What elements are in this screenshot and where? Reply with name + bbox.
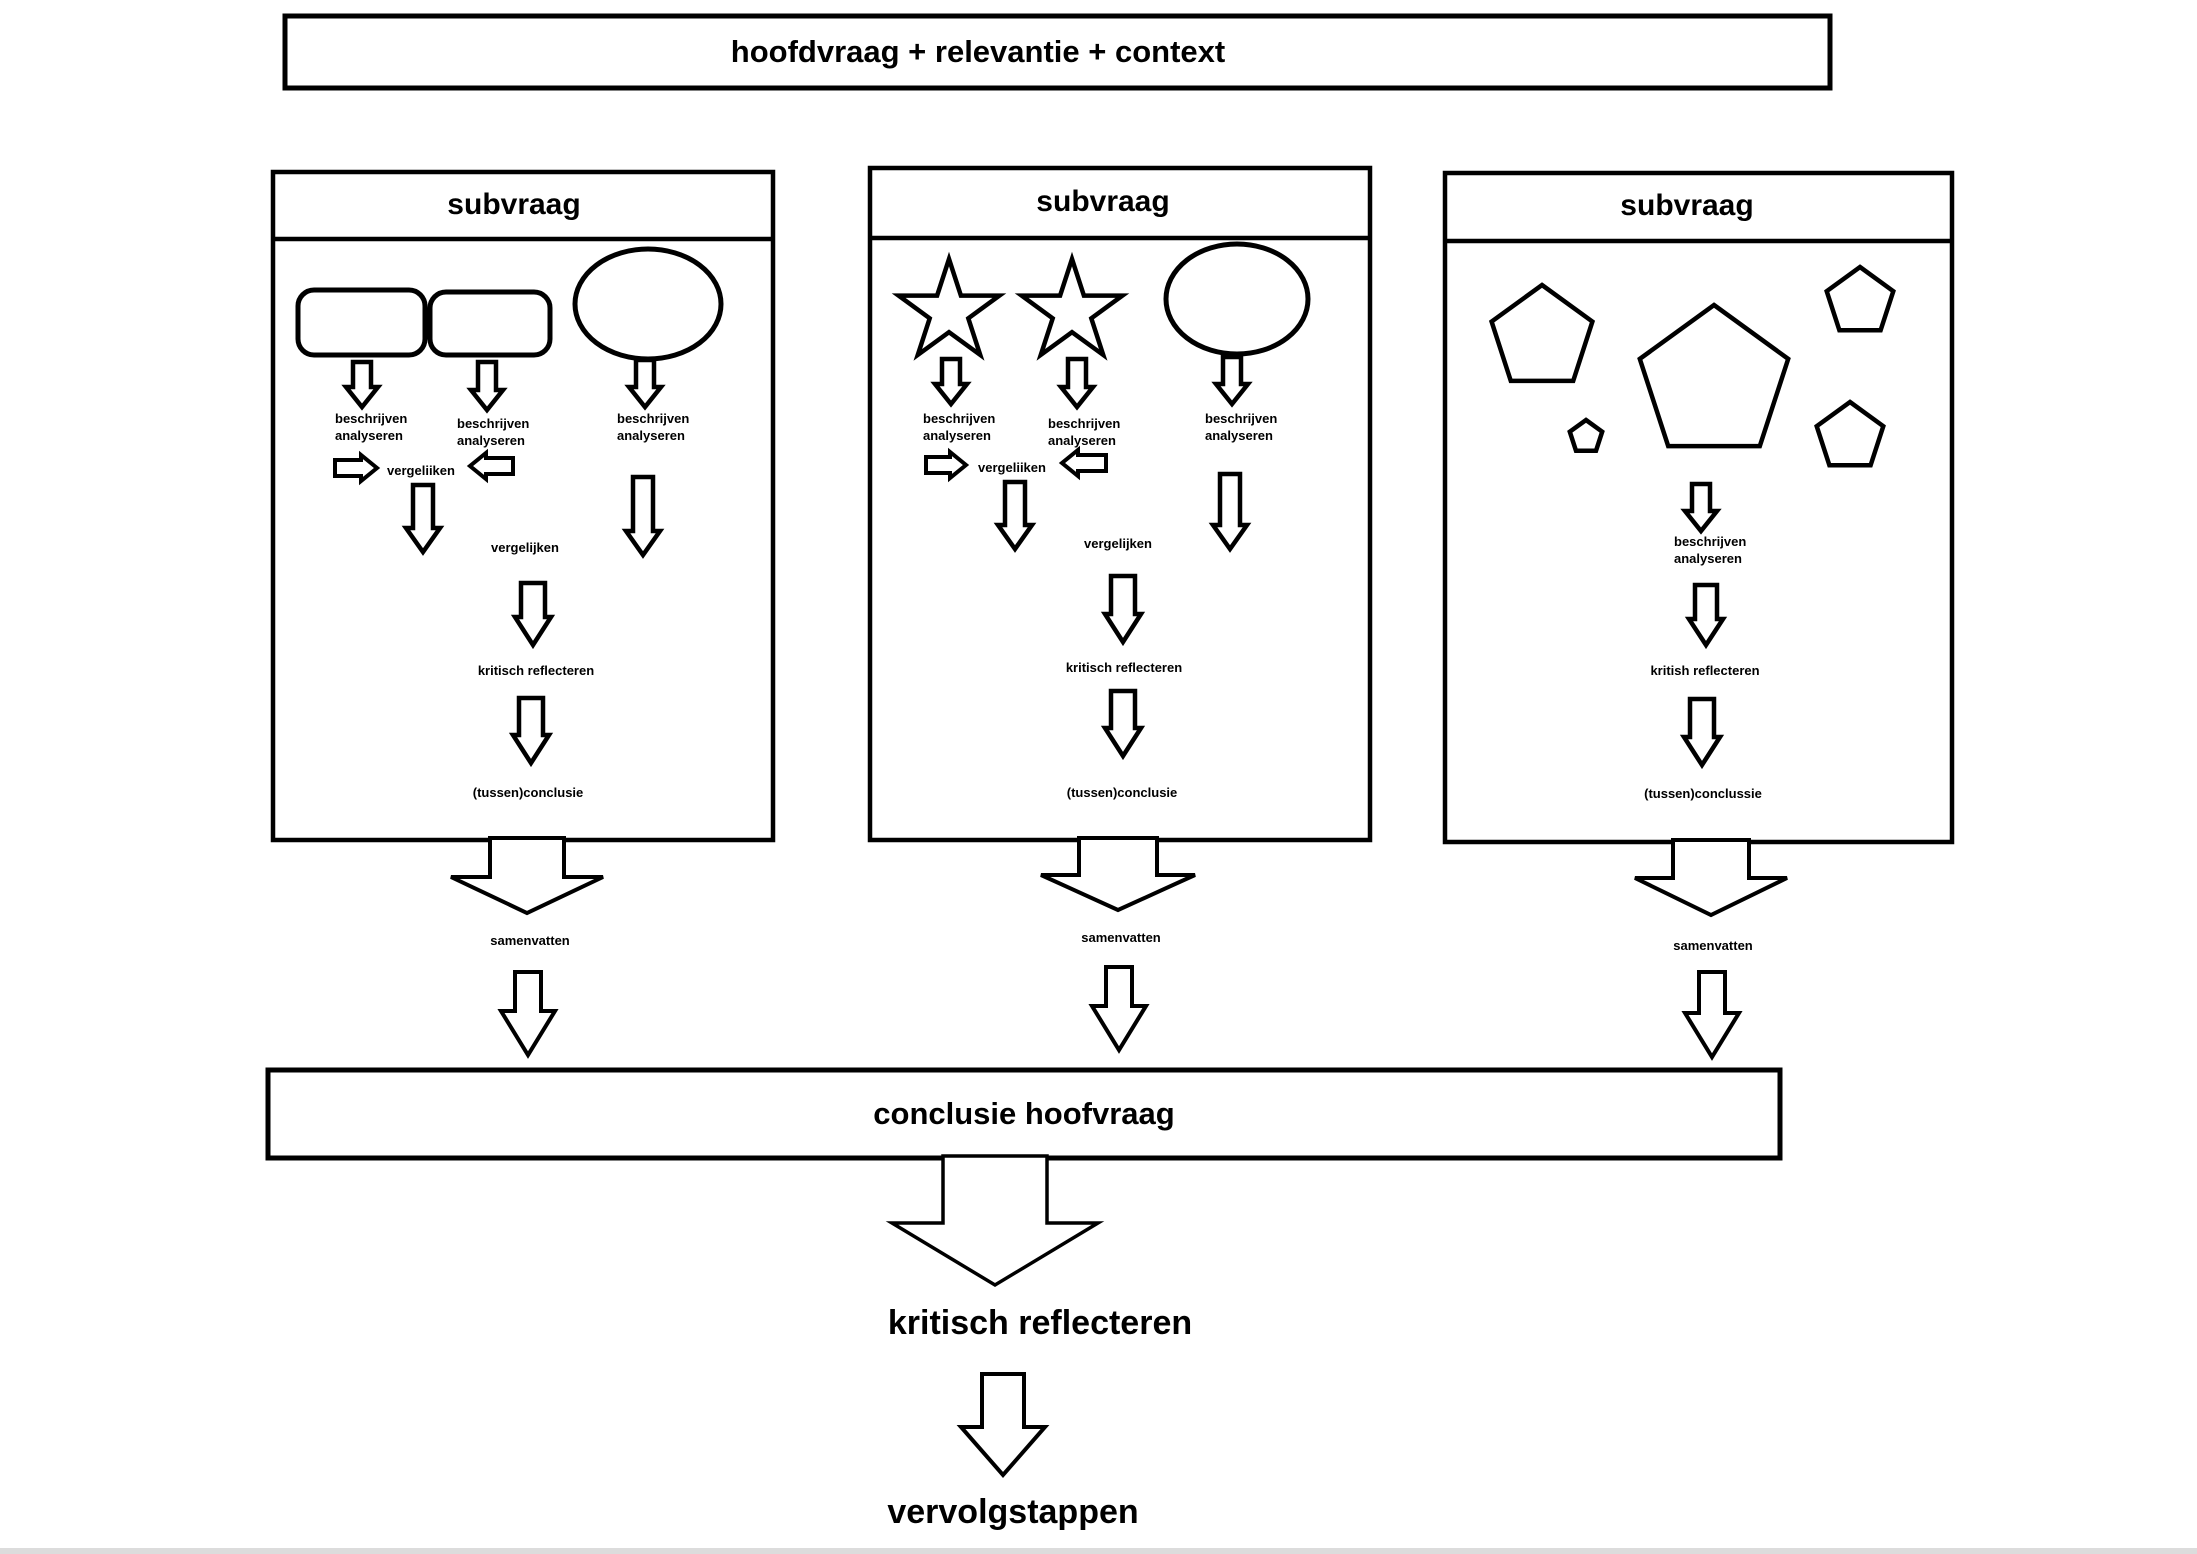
down-arrow-icon (1684, 582, 1728, 650)
label-compare: vergelijken (491, 540, 559, 555)
pentagon-shape (1567, 417, 1605, 454)
next-steps-label: vervolgstappen (887, 1493, 1139, 1531)
down-arrow-icon (1208, 471, 1252, 553)
down-arrow-icon (1681, 970, 1743, 1061)
rounded-rectangle-shape (295, 287, 428, 358)
left-arrow-icon (1058, 445, 1108, 481)
down-arrow-icon (341, 359, 383, 411)
down-arrow-icon (956, 1372, 1050, 1479)
label-describe-analyze: beschrijven analyseren (1205, 411, 1278, 443)
label-critical-reflection: kritisch reflecteren (477, 663, 595, 678)
down-arrow-icon (508, 695, 554, 768)
down-arrow-icon (510, 580, 556, 650)
label-describe-analyze: beschrijven analyseren (457, 416, 530, 448)
down-arrow-icon (1056, 356, 1098, 411)
wide-down-arrow-icon (1634, 838, 1788, 918)
wide-down-arrow-icon (1040, 836, 1196, 913)
label-summarize: samenvatten (1673, 938, 1753, 953)
final-reflect-label: kritisch reflecteren (887, 1304, 1193, 1342)
pentagon-shape (1824, 264, 1896, 333)
label-intermediate-conclusion: (tussen)conclusie (472, 785, 584, 800)
label-compare-small: vergeliiken (978, 460, 1046, 475)
subquestion-1-header: subvraag (447, 188, 581, 221)
down-arrow-icon (1680, 481, 1722, 535)
wide-down-arrow-icon (885, 1154, 1105, 1288)
label-critical-reflection: kritish reflecteren (1650, 663, 1760, 678)
main-question-box (282, 13, 1833, 91)
ellipse-shape (1163, 241, 1311, 357)
down-arrow-icon (1679, 696, 1725, 770)
label-intermediate-conclusion: (tussen)conclussie (1644, 786, 1762, 801)
pentagon-shape (1814, 399, 1886, 468)
conclusion-bar-title: conclusie hoofvraag (873, 1096, 1175, 1131)
label-describe-analyze: beschrijven analyseren (1048, 416, 1121, 448)
star-shape (891, 251, 1007, 361)
pentagon-shape (1637, 302, 1791, 449)
rounded-rectangle-shape (427, 289, 553, 358)
label-compare-small: vergeliiken (387, 463, 455, 478)
down-arrow-icon (930, 356, 972, 408)
right-arrow-icon (333, 450, 381, 486)
page-edge (0, 1548, 2197, 1554)
ellipse-shape (572, 246, 724, 362)
label-summarize: samenvatten (490, 933, 570, 948)
down-arrow-icon (624, 357, 666, 411)
label-describe-analyze: beschrijven analyseren (1674, 534, 1747, 566)
subquestion-3-header: subvraag (1620, 189, 1754, 222)
down-arrow-icon (466, 359, 508, 414)
down-arrow-icon (993, 479, 1037, 553)
wide-down-arrow-icon (450, 836, 604, 916)
label-compare: vergelijken (1084, 536, 1152, 551)
down-arrow-icon (1100, 573, 1146, 647)
right-arrow-icon (924, 447, 970, 483)
subquestion-2-header: subvraag (1036, 185, 1170, 218)
main-question-title: hoofdvraag + relevantie + context (730, 34, 1226, 69)
down-arrow-icon (401, 482, 445, 556)
label-describe-analyze: beschrijven analyseren (617, 411, 690, 443)
label-intermediate-conclusion: (tussen)conclusie (1066, 785, 1178, 800)
label-describe-analyze: beschrijven analyseren (923, 411, 996, 443)
pentagon-shape (1488, 282, 1596, 384)
label-summarize: samenvatten (1081, 930, 1161, 945)
down-arrow-icon (1211, 354, 1253, 408)
label-describe-analyze: beschrijven analyseren (335, 411, 408, 443)
down-arrow-icon (1088, 965, 1150, 1054)
down-arrow-icon (1100, 688, 1146, 761)
down-arrow-icon (621, 474, 665, 559)
star-shape (1014, 251, 1130, 361)
down-arrow-icon (497, 970, 559, 1059)
left-arrow-icon (466, 448, 515, 484)
label-critical-reflection: kritisch reflecteren (1065, 660, 1183, 675)
